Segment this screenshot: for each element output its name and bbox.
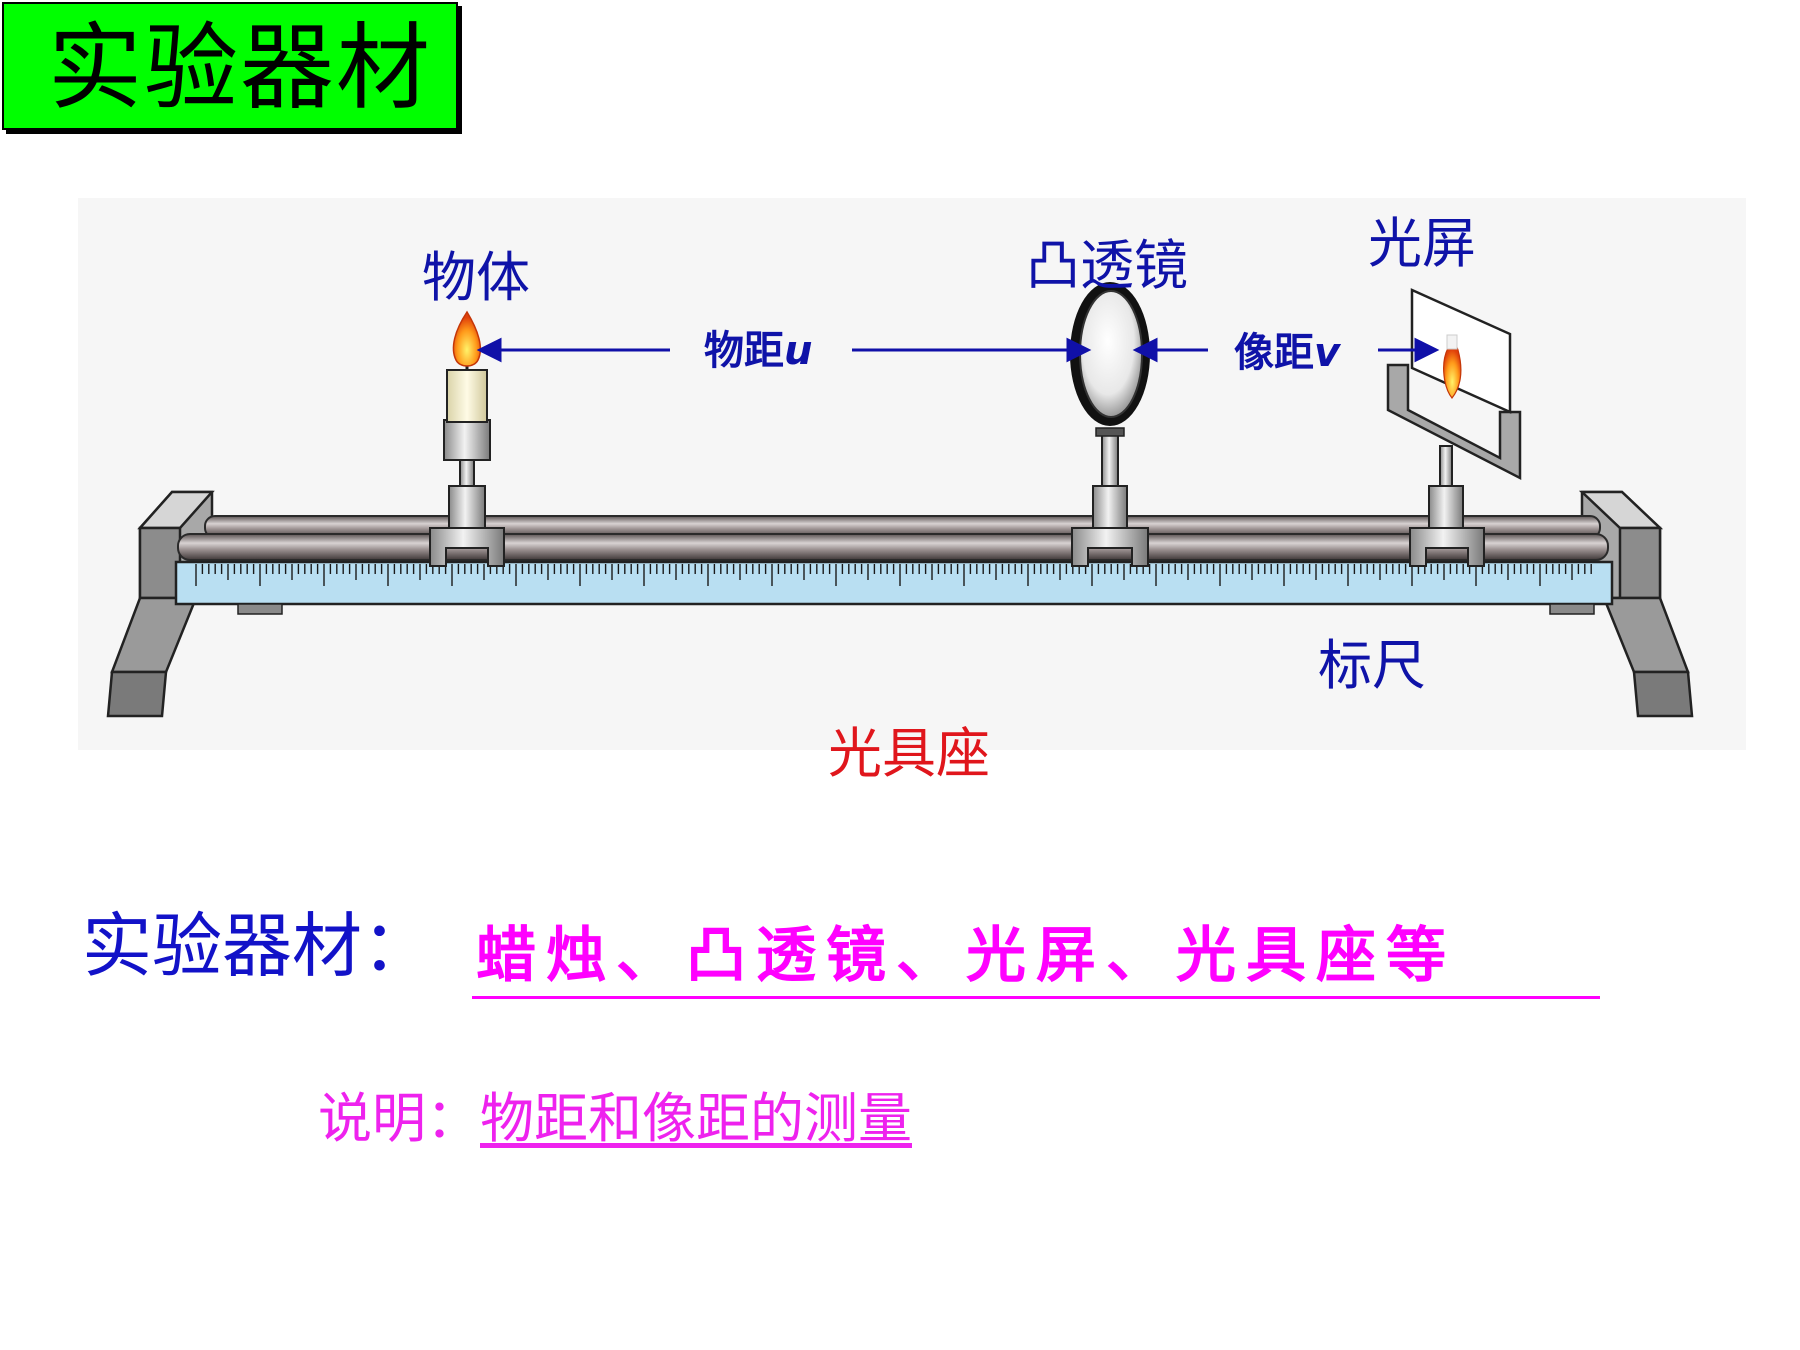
v-arrow-left-head [1132, 337, 1158, 363]
bench-right-end [1578, 490, 1694, 718]
convex-lens [1070, 282, 1150, 426]
materials-label: 实验器材： [82, 905, 432, 987]
candle [446, 310, 488, 423]
u-arrow-left-head [476, 337, 502, 363]
optical-bench-label: 光具座 [828, 722, 990, 785]
candle-holder [429, 419, 505, 567]
light-screen [1410, 288, 1512, 414]
object-distance-label: 物距u [704, 328, 812, 374]
ruler-label: 标尺 [1318, 634, 1426, 697]
v-arrow-right-head [1414, 337, 1440, 363]
title-box: 实验器材 [2, 2, 458, 130]
object-distance-text: 物距 [704, 328, 784, 374]
materials-answer: 蜡烛、凸透镜、光屏、光具座等 [476, 921, 1456, 991]
object-distance-var: u [784, 328, 813, 374]
distance-arrows [476, 337, 1440, 363]
note-prefix: 说明： [318, 1087, 480, 1150]
object-label: 物体 [422, 246, 530, 309]
screen-holder [1386, 363, 1522, 567]
ruler-scale [174, 560, 1614, 615]
image-distance-var: v [1314, 330, 1341, 376]
lens-holder [1071, 427, 1149, 567]
rail-rod-front [177, 533, 1609, 561]
screen-label: 光屏 [1368, 212, 1476, 275]
diagram-background [78, 198, 1746, 750]
u-arrow-right-head [1066, 337, 1092, 363]
slide-title: 实验器材 [48, 14, 433, 123]
candle-flame [452, 310, 482, 367]
image-distance-label: 像距v [1234, 330, 1340, 376]
note-text: 物距和像距的测量 [480, 1087, 912, 1150]
image-distance-text: 像距 [1234, 330, 1314, 376]
answer-underline [472, 996, 1600, 999]
lens-label: 凸透镜 [1026, 234, 1188, 297]
note: 说明：物距和像距的测量 [318, 1088, 912, 1150]
